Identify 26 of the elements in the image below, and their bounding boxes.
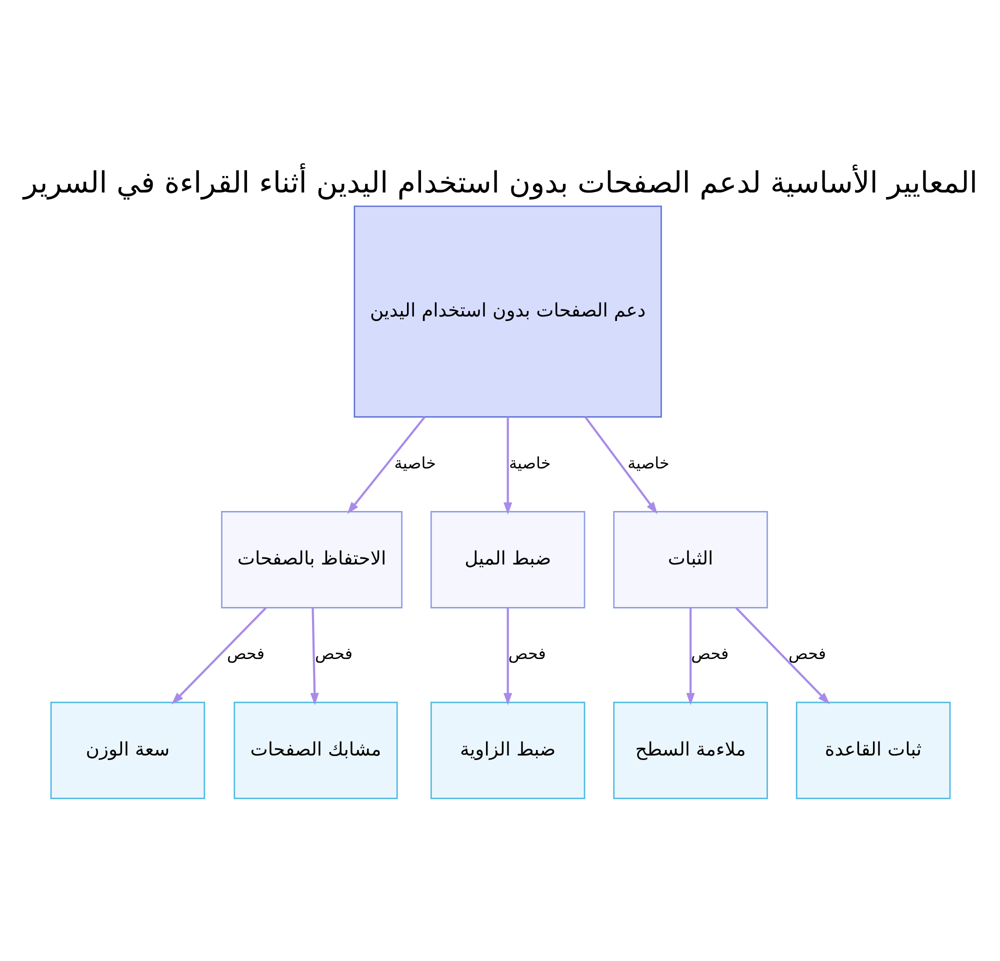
node-box: ضبط الزاوية [430,701,585,799]
arrow [503,608,512,705]
arrow [310,607,318,705]
edge-label: خاصية [394,452,436,472]
node-box: ضبط الميل [430,510,585,608]
edge-label: فحص [314,644,352,663]
edge-label: فحص [788,644,826,663]
node-box: ثبات القاعدة [795,701,950,799]
edge-label: فحص [226,644,264,663]
node-box: مشابك الصفحات [233,701,398,799]
arrow [686,608,694,705]
arrow [170,606,266,704]
edge-label: فحص [508,644,546,663]
node-box: الاحتفاظ بالصفحات [220,510,402,608]
node-box: الثبات [612,510,768,608]
arrow [584,416,658,514]
arrow [503,416,512,514]
arrow [734,606,830,704]
arrow [346,416,426,514]
edge-label: خاصية [627,452,669,472]
node-box: سعة الوزن [50,701,205,799]
edge-label: خاصية [508,452,550,472]
edge-label: فحص [690,644,728,663]
node-box: دعم الصفحات بدون استخدام اليدين [353,205,662,418]
diagram-title: المعايير الأساسية لدعم الصفحات بدون استخدام اليدين أثناء القراءة في السرير [22,164,978,199]
node-box: ملاءمة السطح [612,701,768,799]
